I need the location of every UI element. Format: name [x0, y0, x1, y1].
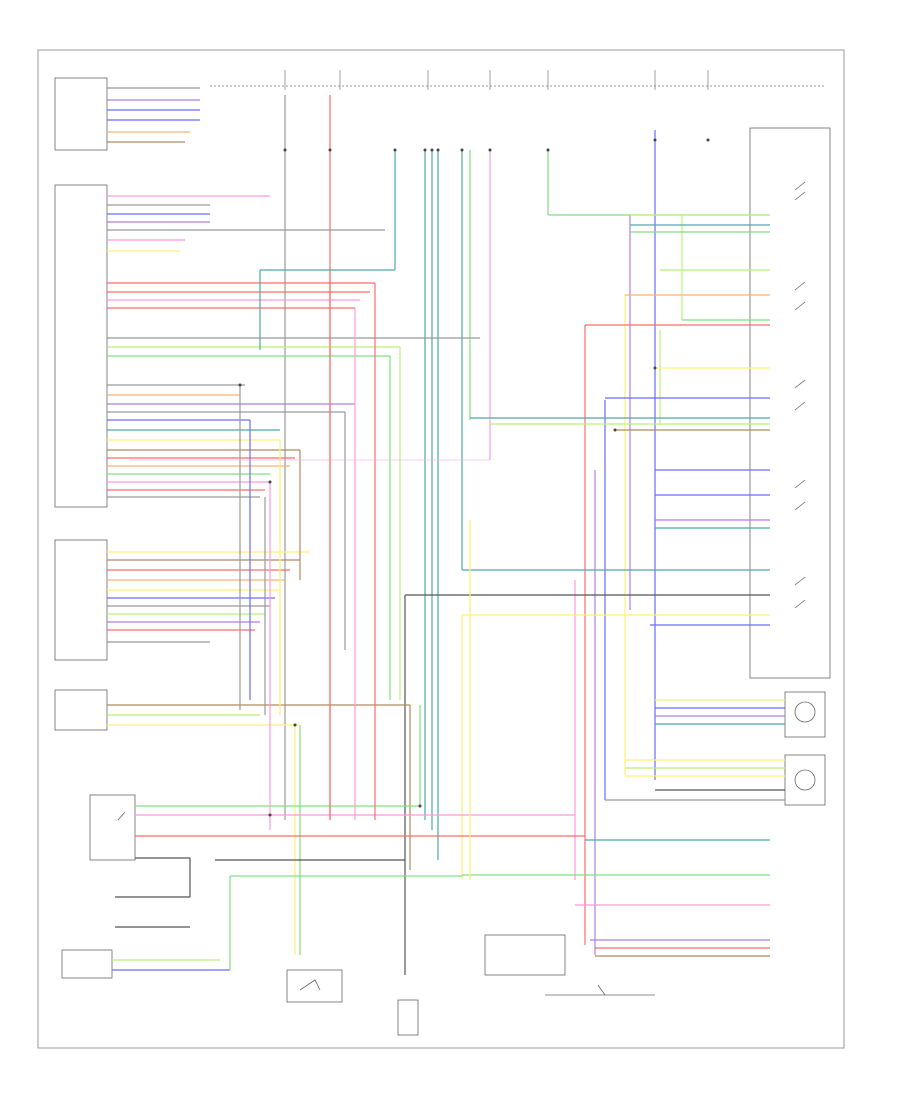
diagram-border [37, 49, 845, 1049]
ecm-box [54, 77, 108, 151]
right-connector-box [749, 127, 831, 679]
top-fuse-markers [210, 70, 825, 90]
junction-dots [238, 138, 710, 817]
ground-box [484, 934, 566, 976]
vehicle-speed-sensor-box [54, 539, 108, 661]
wire-links [130, 269, 490, 970]
inhibitor-switch-box [54, 689, 108, 731]
component-boxes [54, 77, 831, 1036]
wire-vertical-trunks [284, 95, 683, 975]
pressure-switch-box [286, 969, 343, 1003]
a-t-control-unit-box [54, 184, 108, 508]
overdrive-switch-box [89, 794, 136, 861]
solenoid-box-1 [784, 691, 826, 738]
wire-right-runs [405, 214, 785, 957]
wire-horizontal-runs [107, 87, 585, 971]
condenser-box [397, 999, 419, 1036]
solenoid-box-2 [784, 754, 826, 806]
transmission-box [61, 949, 113, 979]
switch-symbols [117, 181, 816, 996]
